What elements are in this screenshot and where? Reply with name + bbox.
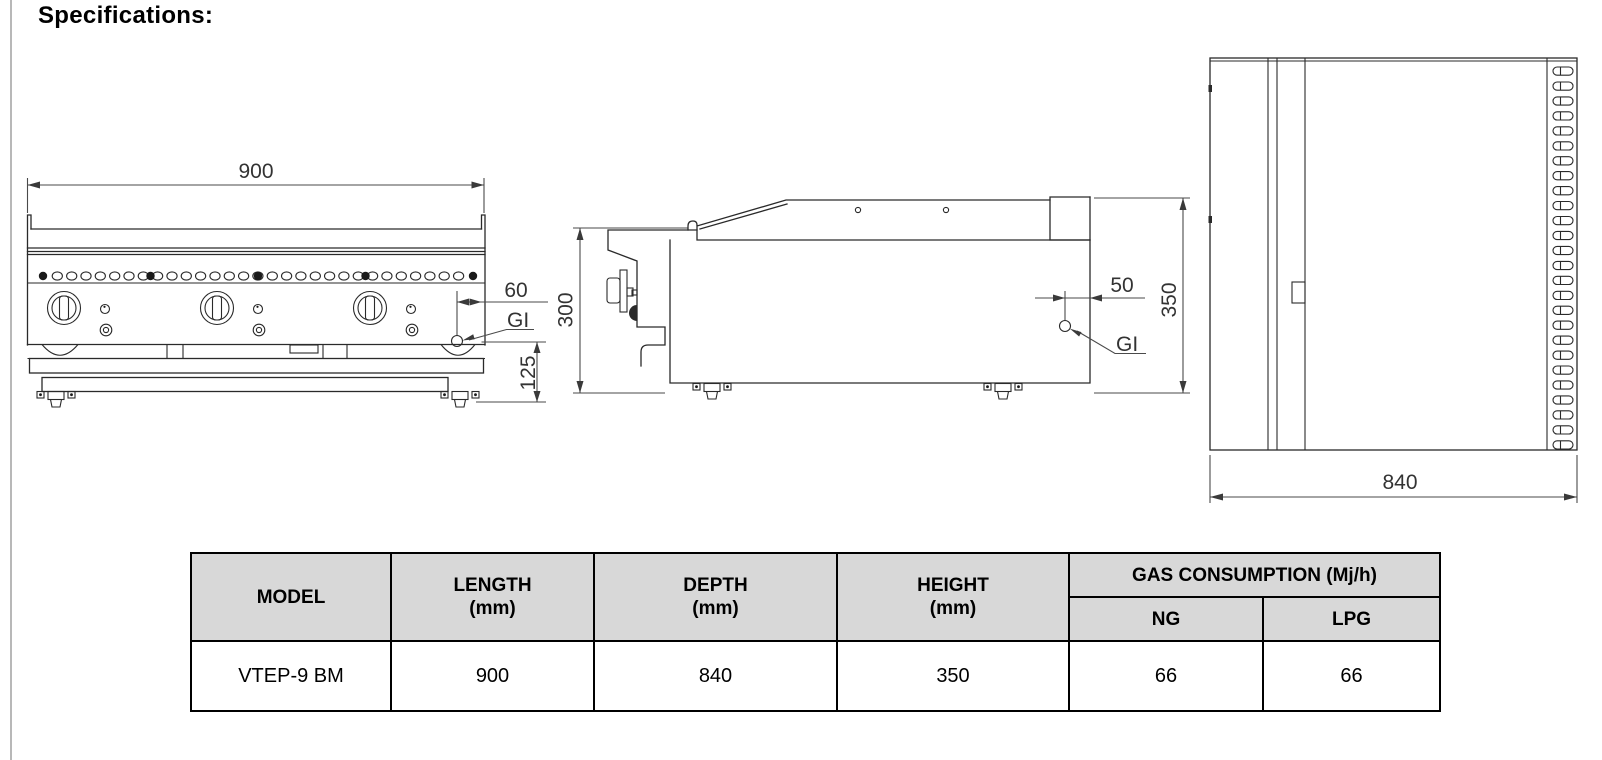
cell-model: VTEP-9 BM <box>190 640 392 712</box>
column-header-length-line1: LENGTH <box>453 575 532 596</box>
column-header-height-line1: HEIGHT <box>917 575 989 596</box>
vent-holes-row <box>38 271 478 281</box>
column-header-depth-line1: DEPTH <box>683 575 748 596</box>
vent-slot-strip <box>1552 66 1574 450</box>
top-depth-dimension: 840 <box>1382 471 1417 494</box>
page-left-border <box>10 0 12 760</box>
side-gas-inlet <box>1058 319 1072 333</box>
column-header-lpg: LPG <box>1262 596 1441 642</box>
technical-drawings: 900 60 GI 125 <box>26 57 1578 503</box>
front-gas-inlet-label: GI <box>507 309 529 332</box>
page-title: Specifications: <box>38 2 214 29</box>
control-knobs <box>46 290 419 337</box>
top-view-handle <box>1291 281 1306 304</box>
side-gas-inlet-label: GI <box>1116 333 1138 356</box>
front-inlet-offset-dimension: 60 <box>504 279 527 302</box>
side-view-drawing: 300 50 GI 350 <box>555 196 1190 400</box>
side-body-height-dimension: 300 <box>555 292 578 327</box>
column-header-height: HEIGHT (mm) <box>836 552 1070 642</box>
column-header-length-unit: (mm) <box>469 598 516 619</box>
front-width-dimension: 900 <box>238 160 273 183</box>
front-gas-inlet <box>450 334 464 348</box>
specifications-table: MODEL LENGTH (mm) DEPTH (mm) HEIGHT (mm)… <box>190 552 1441 712</box>
front-feet <box>36 390 480 408</box>
column-header-model: MODEL <box>190 552 392 642</box>
front-view-drawing: 900 60 GI 125 <box>26 160 548 408</box>
top-view-drawing: 840 <box>1208 57 1578 503</box>
cell-depth: 840 <box>593 640 838 712</box>
front-inlet-height-dimension: 125 <box>517 355 540 390</box>
cell-height: 350 <box>836 640 1070 712</box>
hinge-mark <box>1208 85 1212 92</box>
column-header-depth: DEPTH (mm) <box>593 552 838 642</box>
column-header-gas-consumption: GAS CONSUMPTION (Mj/h) <box>1068 552 1441 598</box>
side-knob-profile <box>629 305 637 321</box>
side-feet <box>692 382 1023 400</box>
hinge-mark <box>1208 216 1212 223</box>
column-header-depth-unit: (mm) <box>692 598 739 619</box>
side-inlet-offset-dimension: 50 <box>1110 274 1133 297</box>
column-header-ng: NG <box>1068 596 1264 642</box>
cell-lpg: 66 <box>1262 640 1441 712</box>
side-overall-height-dimension: 350 <box>1158 282 1181 317</box>
column-header-height-unit: (mm) <box>929 598 977 619</box>
cell-ng: 66 <box>1068 640 1264 712</box>
table-row: VTEP-9 BM 900 840 350 66 66 <box>190 640 1441 712</box>
cell-length: 900 <box>390 640 595 712</box>
column-header-length: LENGTH (mm) <box>390 552 595 642</box>
